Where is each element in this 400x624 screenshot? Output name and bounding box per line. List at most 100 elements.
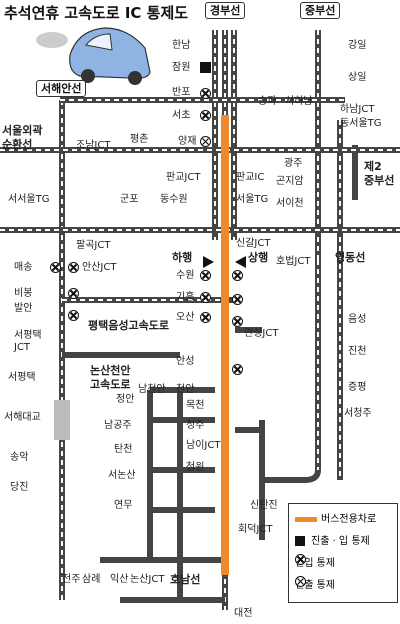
place-anseong: 안성: [176, 356, 195, 367]
place-yangjae: 양재: [178, 136, 197, 147]
place-sangil: 상일: [348, 72, 367, 83]
legend-bus-lane-label: 버스전용차로: [321, 514, 377, 525]
place-cheongju: 청주: [186, 420, 205, 431]
legend-bus-lane: 버스전용차로: [295, 510, 376, 525]
place-hannam: 한남: [172, 40, 191, 51]
map-legend: 버스전용차로 진출 · 입 통제 진입 통제 진출 통제: [288, 503, 398, 603]
seoul-ring-header: 서울외곽 순환선: [2, 124, 43, 151]
legend-exit-label: 진출 통제: [295, 580, 335, 591]
honam-header: 호남선: [170, 573, 201, 586]
place-yeonmu: 연무: [114, 500, 133, 511]
place-gangil: 강일: [348, 40, 367, 51]
place-seopyeongtaek-jct: 서평택 JCT: [14, 330, 42, 353]
entry-control-icon: [68, 288, 79, 299]
place-pangyo-ic: 판교IC: [236, 172, 265, 183]
seohae-bridge-section: [54, 400, 70, 440]
place-eumseong: 음성: [348, 314, 367, 325]
sanghaeng-arrow: [235, 256, 246, 268]
place-jeungpyeong: 증평: [348, 382, 367, 393]
place-seohanam: 서하남: [285, 96, 313, 107]
seohaean-header: 서해안선: [36, 80, 87, 97]
seoul-ring-road: [0, 97, 400, 153]
place-bibong: 비봉: [14, 288, 33, 299]
bus-lane-swatch: [295, 516, 317, 522]
place-seoul-tg: 서울TG: [236, 194, 269, 205]
entry-control-icon: [200, 312, 211, 323]
label-hahaeng: 하행: [172, 251, 193, 264]
place-seoicheon: 서이천: [276, 198, 304, 209]
place-josan-jct: 조남JCT: [76, 140, 111, 151]
place-iksan: 익산: [110, 574, 129, 585]
place-namcheonan: 남천안: [138, 384, 166, 395]
entry-control-icon: [200, 292, 211, 303]
legend-exit: 진출 통제: [295, 576, 335, 591]
place-dongseoul-tg: 동서울TG: [340, 118, 382, 129]
legend-exit-entry-label: 진출 · 입 통제: [311, 536, 370, 547]
place-suwon: 수원: [176, 270, 195, 281]
place-mokcheon: 목천: [186, 400, 205, 411]
label-sanghaeng: 상행: [248, 251, 269, 264]
place-seohae-bridge: 서해대교: [4, 412, 41, 423]
place-cheonan: 천안: [176, 384, 195, 395]
place-nonsan-jct: 논산JCT: [130, 574, 165, 585]
entry-control-icon: [68, 310, 79, 321]
place-cheongwon: 청원: [186, 462, 205, 473]
nonsan-header: 논산천안 고속도로: [90, 364, 131, 391]
place-hoedeok-jct: 회덕JCT: [238, 524, 273, 535]
entry-control-icon: [232, 270, 243, 281]
place-sintanjin: 신탄진: [250, 500, 278, 511]
place-namgongju: 남공주: [104, 420, 132, 431]
legend-entry: 진입 통제: [295, 554, 335, 569]
place-seocho: 서초: [172, 110, 191, 121]
place-maesong: 매송: [14, 262, 33, 273]
jungbu-header: 중부선: [300, 2, 341, 19]
connector-roads: [62, 327, 265, 603]
place-osan: 오산: [176, 312, 195, 323]
place-balan: 발안: [14, 303, 33, 314]
place-dongsuwon: 동수원: [160, 194, 188, 205]
entry-control-icon: [200, 270, 211, 281]
gyeongbu-header: 경부선: [205, 2, 246, 19]
yeongdong-road: [262, 120, 343, 483]
entry-control-icon: [200, 110, 211, 121]
entry-control-icon: [232, 364, 243, 375]
place-daejeon: 대전: [234, 608, 253, 619]
entry-control-icon: [200, 88, 211, 99]
exit-entry-control-icon: [200, 62, 211, 73]
place-pyeongchon: 평촌: [130, 134, 149, 145]
place-gwangju: 광주: [284, 158, 303, 169]
entry-control-icon: [232, 294, 243, 305]
exit-control-icon: [295, 576, 306, 587]
place-anseong-jct: 안성JCT: [244, 328, 279, 339]
place-palgok-jct: 팔곡JCT: [76, 240, 111, 251]
place-seocheongju: 서청주: [344, 408, 372, 419]
place-gonjiam: 곤지암: [276, 176, 304, 187]
place-songpa: 송파: [258, 96, 277, 107]
map-title: 추석연휴 고속도로 IC 통제도: [4, 4, 189, 22]
exit-control-icon: [200, 136, 211, 147]
place-seopyeongtaek: 서평택: [8, 372, 36, 383]
bus-lane: [221, 115, 229, 575]
place-banpo: 반포: [172, 87, 191, 98]
place-jincheon: 진천: [348, 346, 367, 357]
entry-control-icon: [232, 316, 243, 327]
exit-entry-control-icon: [295, 536, 305, 546]
yeongdong-header: 영동선: [335, 251, 366, 264]
entry-control-icon: [295, 554, 306, 565]
hahaeng-arrow: [203, 256, 214, 268]
place-seoseoul-tg: 서서울TG: [8, 194, 50, 205]
entry-control-icon: [68, 262, 79, 273]
place-ansan-jct: 안산JCT: [82, 262, 117, 273]
place-dangjin: 당진: [10, 482, 29, 493]
pyeongtaek-header: 평택음성고속도로: [88, 319, 169, 332]
car-illustration: [36, 27, 151, 85]
place-tancheon: 탄천: [114, 444, 133, 455]
place-giheung: 기흥: [176, 292, 195, 303]
place-singal-jct: 신갈JCT: [236, 238, 271, 249]
legend-exit-entry: 진출 · 입 통제: [295, 532, 370, 547]
place-samrye: 삼례: [82, 574, 101, 585]
jungbu2-header: 제2 중부선: [364, 160, 395, 187]
place-songak: 송악: [10, 452, 29, 463]
place-namijct: 남이JCT: [186, 440, 221, 451]
